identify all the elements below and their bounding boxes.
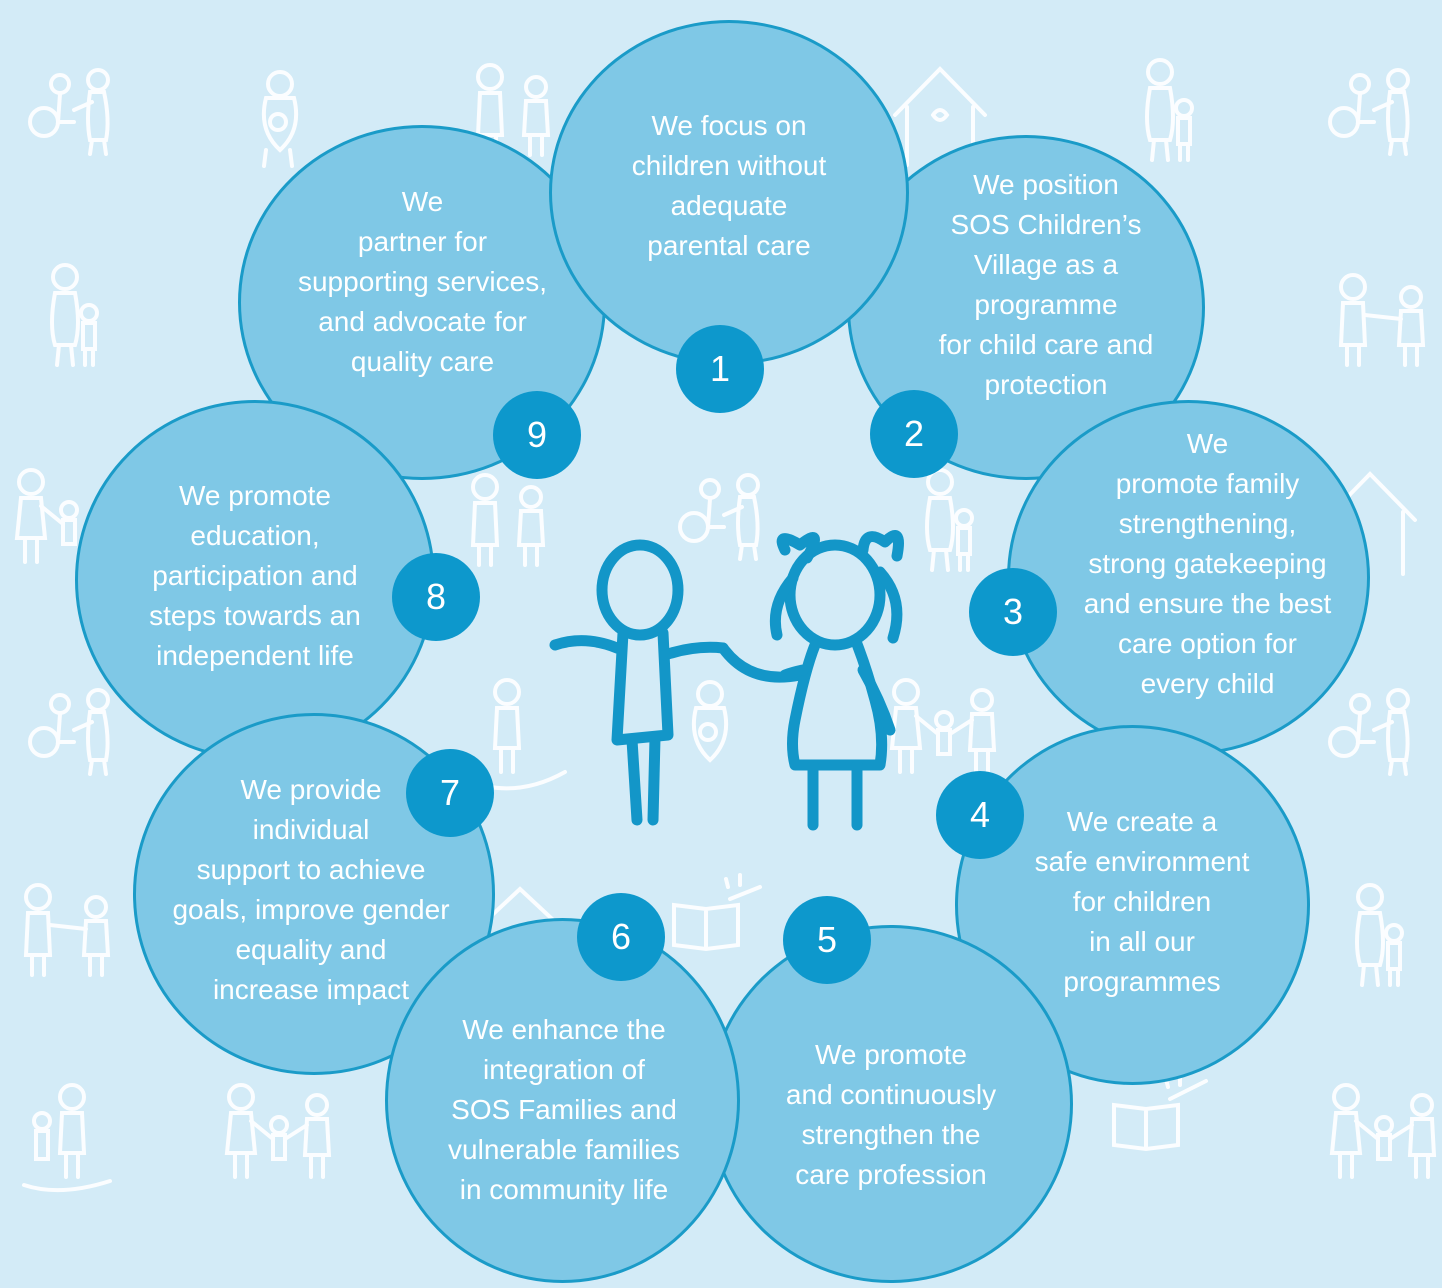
principle-number-2: 2 — [870, 390, 958, 478]
family-icon — [50, 263, 99, 367]
family-icon — [1355, 883, 1404, 987]
wheelchair-helper-icon — [1328, 68, 1410, 156]
family-icon — [1329, 1083, 1437, 1179]
principle-text-9: We partner for supporting services, and … — [297, 186, 547, 377]
book-icon — [672, 873, 762, 952]
principle-text-8: We promote education, participation and … — [149, 480, 361, 671]
children-holding-hands-icon — [23, 883, 111, 977]
family-icon — [889, 678, 997, 774]
principle-text-5: We promote and continuously strengthen t… — [785, 1039, 997, 1190]
principle-text-2: We position SOS Children’s Village as a … — [938, 169, 1154, 400]
principle-number-5: 5 — [783, 896, 871, 984]
family-icon — [224, 1083, 332, 1179]
principle-text-7: We provide individual support to achieve… — [172, 774, 450, 1005]
principle-text-6: We enhance the integration of SOS Famili… — [448, 1014, 680, 1205]
principle-number-3: 3 — [969, 568, 1057, 656]
children-holding-hands-icon — [549, 530, 904, 831]
principle-number-8: 8 — [392, 553, 480, 641]
wheelchair-helper-icon — [28, 68, 110, 156]
principle-number-4: 4 — [936, 771, 1024, 859]
principle-circle-5 — [708, 925, 1073, 1283]
family-icon — [14, 468, 79, 564]
family-icon — [925, 468, 974, 572]
principle-text-4: We create a safe environment for childre… — [1034, 806, 1250, 997]
family-icon — [22, 1083, 112, 1193]
wheelchair-helper-icon — [28, 688, 110, 776]
wheelchair-helper-icon — [1328, 688, 1410, 776]
principle-number-9: 9 — [493, 391, 581, 479]
family-icon — [261, 70, 299, 168]
children-holding-hands-icon — [1338, 273, 1426, 367]
principle-number-1: 1 — [676, 325, 764, 413]
book-icon — [1112, 1073, 1208, 1152]
principle-circle-3 — [1007, 400, 1370, 755]
principle-number-7: 7 — [406, 749, 494, 837]
wheelchair-helper-icon — [678, 473, 760, 561]
principle-text-1: We focus on children without adequate pa… — [631, 110, 827, 261]
principle-circle-6 — [385, 918, 740, 1283]
principle-text-3: We promote family strengthening, strong … — [1083, 428, 1332, 699]
principle-circle-8 — [75, 400, 435, 760]
family-icon — [691, 680, 729, 763]
principle-number-6: 6 — [577, 893, 665, 981]
family-icon — [1145, 58, 1194, 162]
children-holding-hands-icon — [470, 473, 546, 567]
house-icon — [893, 66, 987, 167]
